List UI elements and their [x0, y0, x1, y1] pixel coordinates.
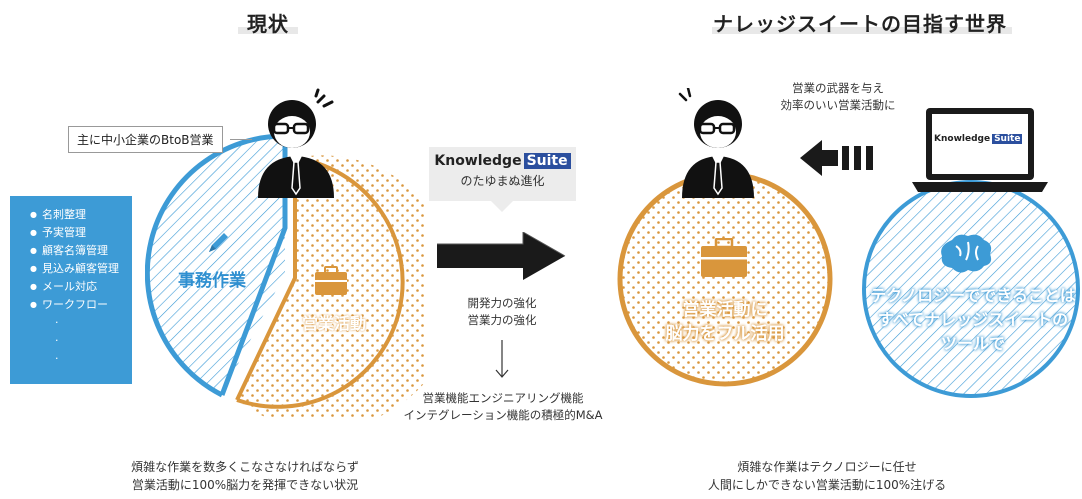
stressed-person-icon [258, 88, 334, 198]
task-item: 顧客名簿管理 [30, 242, 122, 260]
briefcase-icon [701, 238, 747, 277]
brain-icon [941, 234, 992, 273]
strength-line1: 開発力の強化 [467, 296, 537, 310]
weapon-line1: 営業の武器を与え [792, 81, 884, 95]
technology-text: テクノロジーでできることは すべてナレッジスイートの ツールで [862, 284, 1082, 356]
left-arrow-icon [800, 140, 873, 176]
task-item: 名刺整理 [30, 206, 122, 224]
left-caption: 煩雑な作業を数多くこなさなければならず 営業活動に100%脳力を発揮できない状況 [110, 458, 380, 494]
logo-suite-text: Suite [523, 153, 571, 169]
laptop-logo-suite: Suite [992, 134, 1023, 144]
office-work-label: 事務作業 [178, 271, 246, 291]
sales-line2: 脳力をフル活用 [665, 324, 785, 344]
briefcase-icon [315, 266, 347, 295]
right-caption-line2: 人間にしかできない営業活動に100%注げる [707, 478, 947, 492]
pen-icon [209, 233, 228, 252]
sales-label-right: 営業活動に 脳力をフル活用 [650, 298, 800, 346]
laptop-logo-knowledge: Knowledge [934, 134, 991, 144]
office-work-arc [145, 133, 286, 398]
strength-text: 開発力の強化 営業力の強化 [442, 295, 562, 329]
weapon-text: 営業の武器を与え 効率のいい営業活動に [763, 80, 913, 114]
tech-line3: ツールで [940, 334, 1005, 353]
callout-pointer [490, 200, 514, 212]
ellipsis-dot: · [55, 316, 59, 329]
ellipsis-dot: · [55, 352, 59, 365]
left-caption-line2: 営業活動に100%脳力を発揮できない状況 [131, 478, 359, 492]
right-heading: ナレッジスイートの目指す世界 [713, 12, 1007, 36]
right-caption-line1: 煩雑な作業はテクノロジーに任せ [737, 460, 917, 474]
down-arrow-icon [495, 340, 509, 378]
strength-line2: 営業力の強化 [467, 313, 537, 327]
result-line1: 営業機能エンジニアリング機能 [422, 391, 584, 405]
sales-arc [236, 156, 405, 409]
laptop-icon [912, 108, 1048, 192]
big-right-arrow-icon [437, 232, 566, 280]
sales-circle [617, 171, 833, 387]
task-item: 見込み顧客管理 [30, 260, 122, 278]
result-text: 営業機能エンジニアリング機能 インテグレーション機能の積極的M&A [372, 390, 634, 424]
task-list-panel: 名刺整理 予実管理 顧客名簿管理 見込み顧客管理 メール対応 ワークフロー · … [10, 196, 132, 384]
weapon-line2: 効率のいい営業活動に [780, 98, 896, 112]
sales-label-left: 営業活動 [302, 314, 367, 333]
tech-line1: テクノロジーでできることは [870, 286, 1076, 305]
right-caption: 煩雑な作業はテクノロジーに任せ 人間にしかできない営業活動に100%注げる [692, 458, 962, 494]
sales-line1: 営業活動に [682, 300, 768, 320]
left-heading: 現状 [247, 12, 289, 36]
task-item: ワークフロー [30, 296, 122, 314]
logo-knowledge-text: Knowledge [434, 153, 522, 169]
task-item: メール対応 [30, 278, 122, 296]
target-label: 主に中小企業のBtoB営業 [68, 126, 223, 153]
callout-text: のたゆまぬ進化 [460, 174, 545, 188]
result-line2: インテグレーション機能の積極的M&A [403, 408, 603, 422]
calm-person-icon [678, 88, 754, 198]
ellipsis-dot: · [55, 334, 59, 347]
tech-line2: すべてナレッジスイートの [877, 310, 1069, 329]
left-caption-line1: 煩雑な作業を数多くこなさなければならず [131, 460, 359, 474]
task-item: 予実管理 [30, 224, 122, 242]
